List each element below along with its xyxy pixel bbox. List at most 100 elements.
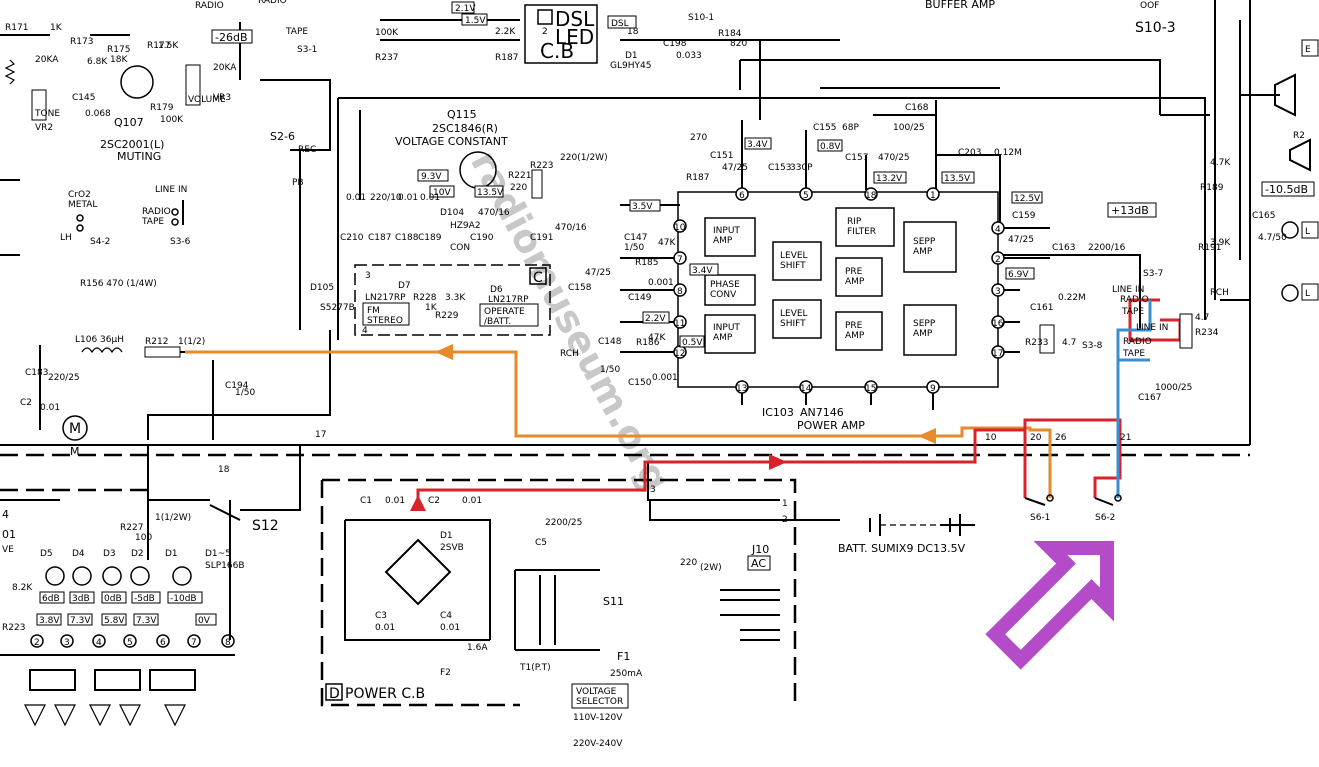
d105-value: S5277B	[320, 303, 355, 313]
d3-label: D3	[103, 549, 116, 559]
vr3-label: VR3	[213, 93, 231, 103]
c151-label: C151	[710, 151, 733, 161]
j10-label: J10	[751, 543, 769, 556]
f1-label: F1	[617, 650, 630, 663]
c159-label: C159	[1012, 211, 1036, 221]
v135-label: 13.5V	[477, 188, 504, 198]
v08-tag: 0.8V	[820, 142, 841, 152]
c145-label: C145	[72, 93, 95, 103]
c203-value: 0.12M	[994, 148, 1022, 158]
voltage-constant-label: VOLTAGE CONSTANT	[395, 135, 508, 148]
v125-tag: 12.5V	[1014, 194, 1041, 204]
r228-value: 1K	[425, 303, 438, 313]
c1-value: 0.01	[385, 496, 405, 506]
dsl-tag-box	[607, 15, 637, 29]
top-labels: RADIO RADIO TAPE S3-1 BUFFER AMP S10-3 O…	[195, 0, 1176, 55]
meter-pins: 2 3 4 5 6 7 8	[30, 634, 235, 648]
d1-bridge-label: D1	[440, 531, 453, 541]
dsl-pin2: 2	[542, 27, 548, 37]
c2p-label: C2	[428, 496, 440, 506]
buffer-amp-label: BUFFER AMP	[925, 0, 995, 11]
jack-e: E	[1305, 45, 1311, 55]
r189-label: R189	[1200, 183, 1224, 193]
db-boxes: 6dB 3dB 0dB -5dB -10dB	[39, 591, 203, 604]
sepp-amp-2	[903, 304, 957, 356]
c189-value: 0.01	[420, 193, 440, 203]
tape-label: TAPE	[285, 27, 308, 37]
svg-text:15: 15	[865, 384, 876, 394]
battery-label: BATT. SUMIX9 DC13.5V	[838, 542, 966, 555]
left-01: 01	[2, 528, 16, 541]
d4-label: D4	[72, 549, 85, 559]
svg-text:8: 8	[677, 287, 683, 297]
dsl-cb: C.B	[540, 39, 574, 63]
jack-l1: L	[1305, 227, 1310, 237]
svg-text:5: 5	[127, 638, 133, 648]
r221-label: R221	[508, 171, 531, 181]
d1-led-label: D1	[165, 549, 178, 559]
c145-value: 0.068	[85, 109, 111, 119]
pre-amp-1	[835, 257, 883, 297]
cro2-label: CrO2	[68, 190, 91, 200]
k12w-label: 1(1/2W)	[155, 513, 191, 523]
d7-value: LN217RP	[365, 293, 406, 303]
q115-part: 2SC1846(R)	[432, 122, 498, 135]
r233-label: R233	[1025, 338, 1048, 348]
svg-text:12: 12	[674, 349, 685, 359]
tape-label-2: TAPE	[141, 217, 164, 227]
v21-label: 2.1V	[455, 4, 476, 14]
led-pin3: 3	[365, 271, 371, 281]
r220-label: 220	[680, 558, 697, 568]
dsl-tag: DSL	[611, 19, 629, 29]
c165-label: C165	[1252, 211, 1275, 221]
c5-value: 2200/25	[545, 518, 582, 528]
vr3-value: 20KA	[213, 63, 237, 73]
radio-label: RADIO	[258, 0, 287, 6]
c188-value: 0.01	[398, 193, 418, 203]
node-21: 21	[1120, 433, 1131, 443]
r234-body	[1179, 313, 1193, 349]
orange-arrow-1	[435, 344, 453, 360]
r227-value: 100	[135, 533, 152, 543]
left-4: 4	[2, 508, 9, 521]
c2p-value: 0.01	[462, 496, 482, 506]
dsl-led: LED	[555, 25, 594, 49]
tape-out-1: TAPE	[1121, 307, 1144, 317]
svg-text:9: 9	[930, 384, 936, 394]
muting-stage: R171 1K R173 6.8K 20KA R175 18K R177 1.5…	[4, 23, 253, 163]
led-d4	[72, 566, 92, 586]
db26-label: -26dB	[215, 31, 248, 44]
c4-label: C4	[440, 611, 452, 621]
r177-value: 1.5K	[158, 41, 179, 51]
r227-label: R227	[120, 523, 143, 533]
db-3: 3dB	[72, 594, 90, 604]
line-in-label: LINE IN	[155, 185, 187, 195]
r173-label: R173	[70, 37, 93, 47]
d6-label: D6	[490, 285, 503, 295]
c155-label: C155	[813, 123, 836, 133]
c153-label: C153	[768, 163, 791, 173]
v69-tag: 6.9V	[1008, 270, 1029, 280]
q107-part: 2SC2001(L)	[100, 138, 164, 151]
s3-7-label: S3-7	[1143, 269, 1163, 279]
power-input: R156 470 (1/4W) L106 36µH R212 1(1/2) C1…	[20, 279, 326, 543]
svg-text:1: 1	[930, 191, 936, 201]
svg-text:11: 11	[674, 319, 685, 329]
metal-label: METAL	[68, 200, 97, 210]
v110-label: 110V-120V	[573, 713, 623, 723]
rch-out-label: RCH	[1210, 288, 1229, 298]
r234-value: 4.7	[1195, 313, 1209, 323]
svg-text:2: 2	[995, 255, 1001, 265]
lh-label: LH	[60, 233, 72, 243]
power-tag: D	[329, 686, 340, 702]
node18: 18	[218, 465, 230, 475]
r234-label: R234	[1195, 328, 1219, 338]
db105-label: -10.5dB	[1265, 183, 1308, 196]
r212-value: 1(1/2)	[178, 337, 205, 347]
battery: BATT. SUMIX9 DC13.5V	[838, 514, 966, 555]
r187-label: R187	[686, 173, 709, 183]
